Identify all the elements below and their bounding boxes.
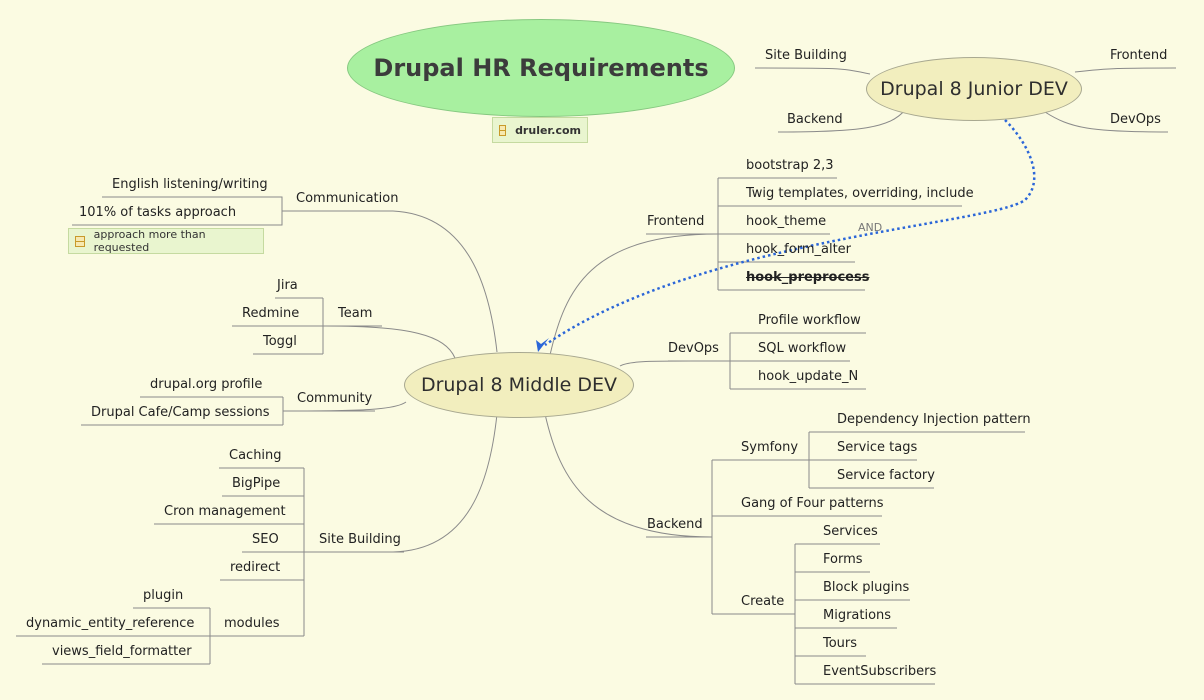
gof-topic[interactable]: Gang of Four patterns [741, 496, 884, 511]
communication-item[interactable]: 101% of tasks approach [79, 205, 237, 220]
symfony-item[interactable]: Dependency Injection pattern [837, 412, 1031, 427]
middle-dev-topic[interactable]: Drupal 8 Middle DEV [404, 352, 634, 418]
arrowhead-icon [536, 338, 549, 352]
community-topic[interactable]: Community [297, 391, 373, 406]
backend-topic[interactable]: Backend [647, 517, 703, 532]
create-item[interactable]: Forms [823, 552, 863, 567]
modules-topic[interactable]: modules [224, 616, 280, 631]
create-item[interactable]: Tours [823, 636, 858, 651]
devops-topic[interactable]: DevOps [668, 341, 719, 356]
junior-backend[interactable]: Backend [787, 112, 843, 127]
team-item[interactable]: Jira [277, 278, 298, 293]
relationship-arrow [544, 119, 1036, 347]
site-building-item[interactable]: BigPipe [232, 476, 281, 491]
devops-item[interactable]: hook_update_N [758, 369, 859, 384]
community-item[interactable]: Drupal Cafe/Camp sessions [91, 405, 270, 420]
middle-dev-label: Drupal 8 Middle DEV [420, 374, 618, 396]
site-building-item[interactable]: Cron management [164, 504, 286, 519]
site-building-item[interactable]: SEO [252, 532, 279, 547]
symfony-item[interactable]: Service tags [837, 440, 918, 455]
devops-item[interactable]: Profile workflow [758, 313, 861, 328]
title-topic[interactable]: Drupal HR Requirements [347, 19, 735, 117]
communication-topic[interactable]: Communication [296, 191, 399, 206]
create-item[interactable]: Services [823, 524, 878, 539]
team-item[interactable]: Redmine [242, 306, 300, 321]
create-topic[interactable]: Create [741, 594, 785, 609]
team-item[interactable]: Toggl [263, 334, 297, 349]
junior-dev-label: Drupal 8 Junior DEV [880, 78, 1068, 100]
note-icon [499, 124, 507, 136]
note-icon [75, 235, 85, 247]
frontend-item[interactable]: bootstrap 2,3 [746, 158, 834, 173]
junior-devops[interactable]: DevOps [1110, 112, 1161, 127]
team-topic[interactable]: Team [338, 306, 373, 321]
symfony-item[interactable]: Service factory [837, 468, 935, 483]
create-item[interactable]: Block plugins [823, 580, 910, 595]
communication-item[interactable]: English listening/writing [112, 177, 268, 192]
title-link-note[interactable]: druler.com [492, 117, 588, 143]
frontend-topic[interactable]: Frontend [647, 214, 705, 229]
title-link-text: druler.com [515, 123, 581, 137]
create-item[interactable]: EventSubscribers [823, 664, 937, 679]
modules-item[interactable]: plugin [143, 588, 184, 603]
frontend-item-struck[interactable]: hook_preprocess [746, 270, 870, 285]
community-item[interactable]: drupal.org profile [150, 377, 263, 392]
junior-site-building[interactable]: Site Building [765, 48, 847, 63]
relationship-label[interactable]: AND [858, 221, 883, 234]
junior-frontend[interactable]: Frontend [1110, 48, 1168, 63]
frontend-item[interactable]: hook_theme [746, 214, 827, 229]
title-text: Drupal HR Requirements [373, 54, 709, 82]
communication-note[interactable]: approach more than requested [68, 228, 264, 254]
modules-item[interactable]: dynamic_entity_reference [26, 616, 195, 631]
symfony-topic[interactable]: Symfony [741, 440, 799, 455]
site-building-item[interactable]: Caching [229, 448, 282, 463]
frontend-item[interactable]: hook_form_alter [746, 242, 852, 257]
site-building-topic[interactable]: Site Building [319, 532, 401, 547]
modules-item[interactable]: views_field_formatter [52, 644, 192, 659]
site-building-item[interactable]: redirect [230, 560, 281, 575]
junior-dev-topic[interactable]: Drupal 8 Junior DEV [866, 57, 1082, 121]
communication-note-text: approach more than requested [93, 228, 206, 254]
create-item[interactable]: Migrations [823, 608, 892, 623]
frontend-item[interactable]: Twig templates, overriding, include [746, 186, 974, 201]
devops-item[interactable]: SQL workflow [758, 341, 847, 356]
